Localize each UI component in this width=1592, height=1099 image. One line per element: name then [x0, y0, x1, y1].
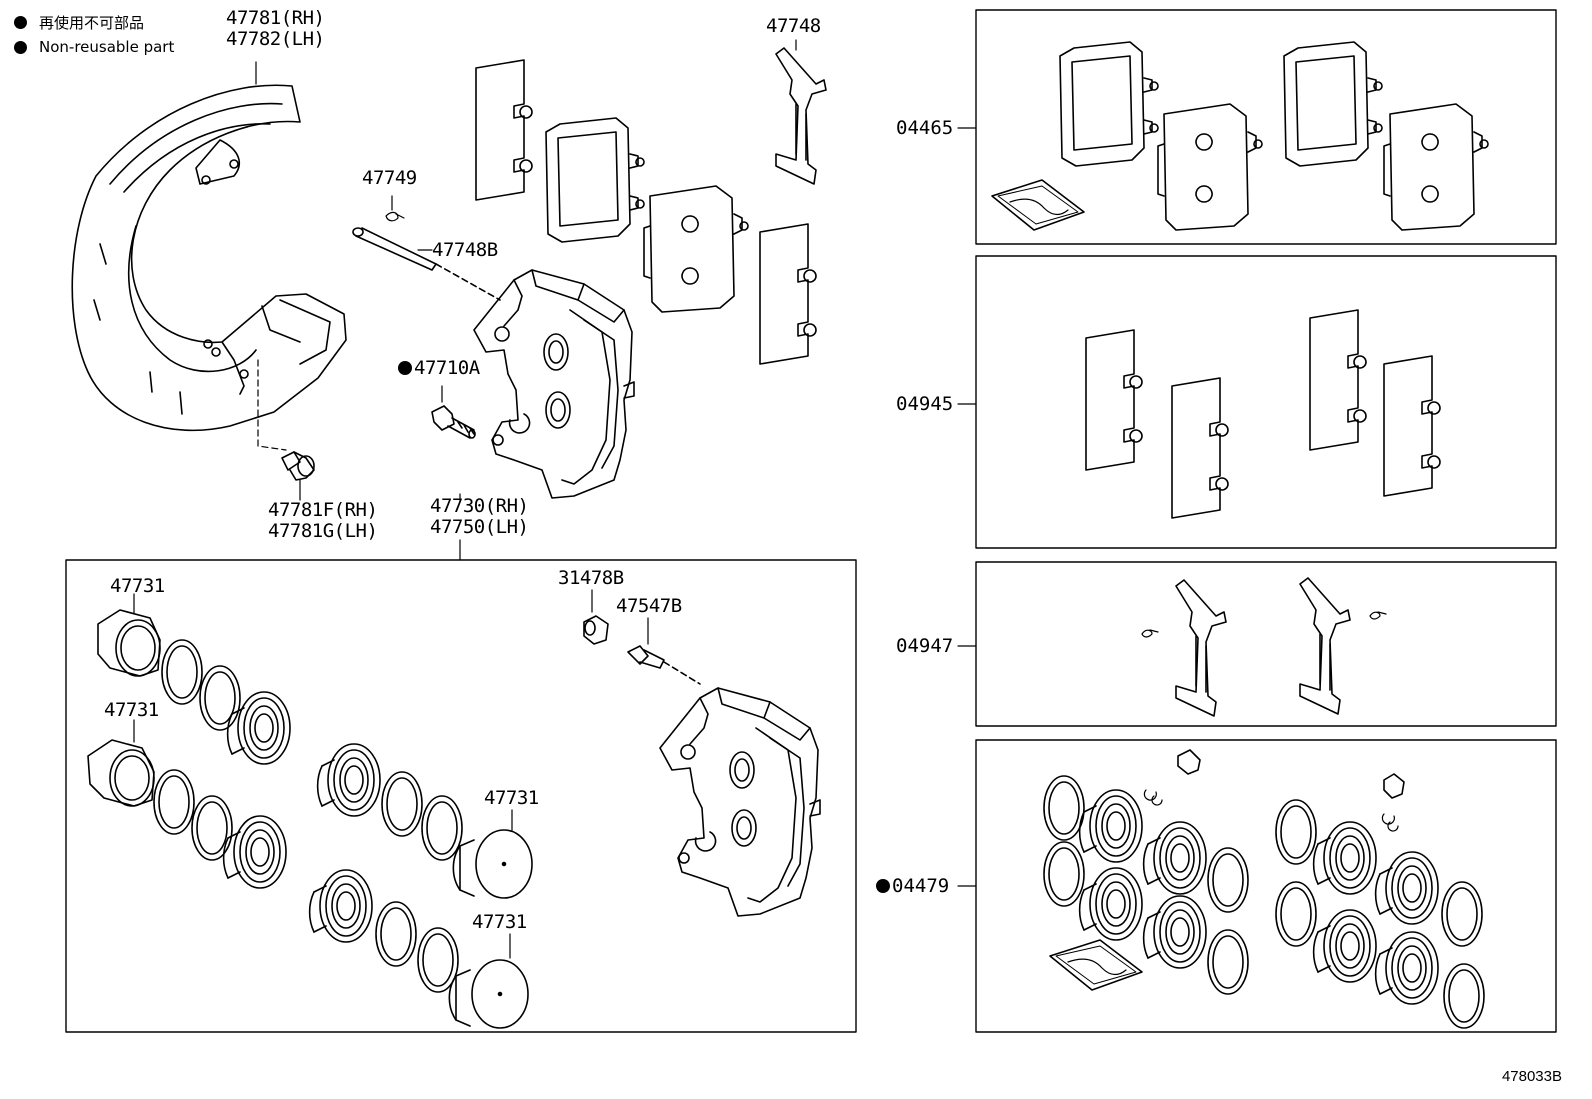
label-pad-kit[interactable]: 04465 [896, 117, 954, 139]
legend-jp: 再使用不可部品 [14, 12, 144, 33]
piston-group-left [87, 609, 291, 889]
label-piston-1[interactable]: 47731 [110, 575, 165, 597]
label-fitting-kit[interactable]: 04947 [896, 635, 954, 657]
label-bleeder-plug[interactable]: 47547B [616, 595, 682, 617]
label-cylinder-kit[interactable]: 04479 [876, 875, 949, 897]
label-dust-cover-rh[interactable]: 47781(RH) [226, 7, 325, 29]
legend-en: Non-reusable part [14, 38, 174, 56]
legend-en-text: Non-reusable part [39, 38, 175, 56]
label-cover-bolt-lh[interactable]: 47781G(LH) [268, 520, 378, 542]
label-clip[interactable]: 47749 [362, 167, 417, 189]
label-dust-cover-lh[interactable]: 47782(LH) [226, 28, 325, 50]
label-piston-3[interactable]: 47731 [484, 787, 539, 809]
label-mount-bolt[interactable]: 47710A [398, 358, 480, 379]
label-bleeder-cap[interactable]: 31478B [558, 567, 624, 589]
legend-jp-text: 再使用不可部品 [39, 14, 145, 32]
non-reusable-dot-icon [876, 879, 890, 893]
mount-bolt-illustration [431, 405, 476, 439]
label-mount-bolt-text: 47710A [414, 357, 480, 379]
non-reusable-dot-icon [14, 40, 27, 54]
pad-pin-illustration [352, 227, 501, 301]
label-pad-support[interactable]: 47748 [766, 15, 821, 37]
non-reusable-dot-icon [398, 361, 412, 375]
label-pin[interactable]: 47748B [432, 239, 498, 261]
bleeder-cap-illustration [583, 615, 609, 645]
non-reusable-dot-icon [14, 16, 27, 29]
label-caliper-lh[interactable]: 47750(LH) [430, 516, 529, 538]
label-anti-squeal-kit[interactable]: 04945 [896, 393, 954, 415]
diagram-code: 478033B [1501, 1068, 1562, 1085]
dust-cover-illustration [71, 84, 347, 432]
cylinder-kit-contents [1043, 749, 1485, 1029]
label-caliper-rh[interactable]: 47730(RH) [430, 495, 529, 517]
cover-bolt-illustration [281, 451, 315, 481]
label-cylinder-kit-text: 04479 [892, 875, 950, 897]
label-piston-4[interactable]: 47731 [472, 911, 527, 933]
label-cover-bolt-rh[interactable]: 47781F(RH) [268, 499, 378, 521]
label-piston-2[interactable]: 47731 [104, 699, 159, 721]
bleeder-plug-illustration [627, 645, 701, 685]
